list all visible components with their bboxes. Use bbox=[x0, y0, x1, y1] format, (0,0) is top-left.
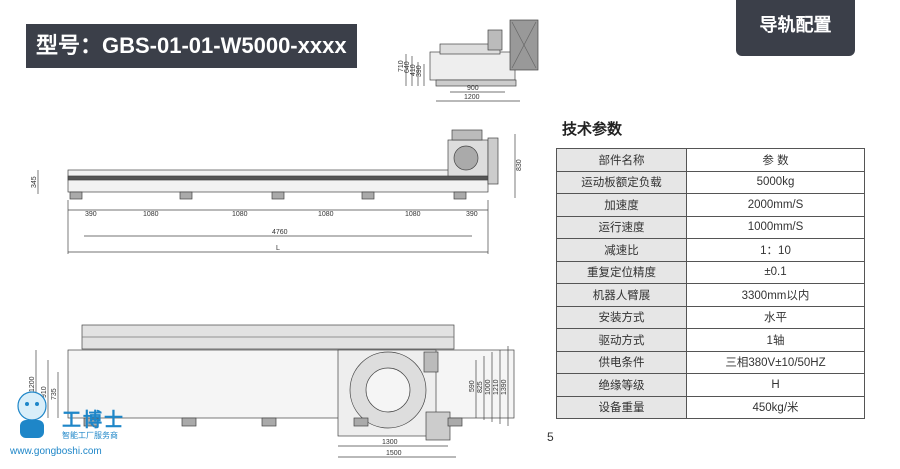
dim-seg-1: 390 bbox=[85, 211, 97, 218]
spec-value: 水平 bbox=[686, 305, 865, 329]
section-tag: 导轨配置 bbox=[736, 0, 855, 56]
spec-key: 加速度 bbox=[556, 193, 687, 217]
spec-value: 1000mm/S bbox=[686, 215, 865, 239]
dim-top-1000: 1000 bbox=[485, 379, 492, 395]
spec-key: 运动板额定负载 bbox=[556, 170, 687, 194]
dim-end-710: 710 bbox=[398, 60, 405, 72]
spec-key: 设备重量 bbox=[556, 395, 687, 419]
spec-title: 技术参数 bbox=[562, 121, 623, 138]
dim-side-total: 4760 bbox=[272, 229, 288, 236]
spec-value: 三相380V±10/50HZ bbox=[686, 350, 865, 374]
spec-key: 部件名称 bbox=[556, 148, 687, 172]
dim-end-640: 640 bbox=[404, 61, 411, 73]
dim-side-345: 345 bbox=[31, 176, 38, 188]
mascot-icon bbox=[17, 391, 47, 438]
dim-side-830: 830 bbox=[516, 159, 523, 171]
dim-seg-3: 1080 bbox=[232, 211, 248, 218]
table-row: 重复定位精度±0.1 bbox=[556, 260, 865, 284]
spec-value: ±0.1 bbox=[686, 260, 865, 284]
dim-top-910: 910 bbox=[41, 386, 48, 398]
dim-top-735: 735 bbox=[51, 388, 58, 400]
dim-top-825: 825 bbox=[477, 381, 484, 393]
spec-key: 重复定位精度 bbox=[556, 260, 687, 284]
spec-value: 1轴 bbox=[686, 328, 865, 352]
spec-value: 3300mm以内 bbox=[686, 283, 865, 307]
dim-side-overall: L bbox=[276, 245, 280, 252]
table-row: 供电条件三相380V±10/50HZ bbox=[556, 350, 865, 374]
table-row: 安装方式水平 bbox=[556, 305, 865, 329]
spec-value: 5000kg bbox=[686, 170, 865, 194]
top-view-drawing bbox=[35, 324, 515, 458]
page-title: 型号：GBS-01-01-W5000-xxxx bbox=[26, 24, 357, 68]
dim-top-1390: 1390 bbox=[501, 379, 508, 395]
spec-key: 供电条件 bbox=[556, 350, 687, 374]
spec-value: 1：10 bbox=[686, 238, 865, 262]
spec-key: 机器人臂展 bbox=[556, 283, 687, 307]
side-view-drawing bbox=[37, 129, 516, 254]
technical-drawing: 710 640 410 390 900 1200 345 830 390 108… bbox=[17, 19, 539, 458]
dim-top-1500: 1500 bbox=[386, 450, 402, 457]
dim-top-1300: 1300 bbox=[382, 439, 398, 446]
logo-text: 工博士 bbox=[62, 409, 126, 431]
dim-end-390: 390 bbox=[416, 65, 423, 77]
spec-key: 运行速度 bbox=[556, 215, 687, 239]
spec-key: 绝缘等级 bbox=[556, 373, 687, 397]
dim-seg-2: 1080 bbox=[143, 211, 159, 218]
spec-key: 驱动方式 bbox=[556, 328, 687, 352]
spec-key: 安装方式 bbox=[556, 305, 687, 329]
spec-value: H bbox=[686, 373, 865, 397]
dim-end-1200: 1200 bbox=[464, 94, 480, 101]
dim-end-410: 410 bbox=[410, 64, 417, 76]
spec-value: 450kg/米 bbox=[686, 395, 865, 419]
dim-top-1200: 1200 bbox=[29, 376, 36, 392]
logo-url: www.gongboshi.com bbox=[10, 446, 102, 457]
dim-top-1210: 1210 bbox=[493, 379, 500, 395]
dim-top-590: 590 bbox=[469, 380, 476, 392]
spec-value: 参 数 bbox=[686, 148, 865, 172]
logo-subtitle: 智能工厂服务商 bbox=[62, 431, 118, 440]
dim-end-900: 900 bbox=[467, 85, 479, 92]
dim-seg-5: 1080 bbox=[405, 211, 421, 218]
end-view-drawing bbox=[405, 19, 539, 102]
dim-seg-4: 1080 bbox=[318, 211, 334, 218]
table-row: 部件名称参 数 bbox=[556, 148, 865, 172]
page-number: 5 bbox=[547, 430, 554, 444]
dim-seg-6: 390 bbox=[466, 211, 478, 218]
spec-key: 减速比 bbox=[556, 238, 687, 262]
spec-value: 2000mm/S bbox=[686, 193, 865, 217]
